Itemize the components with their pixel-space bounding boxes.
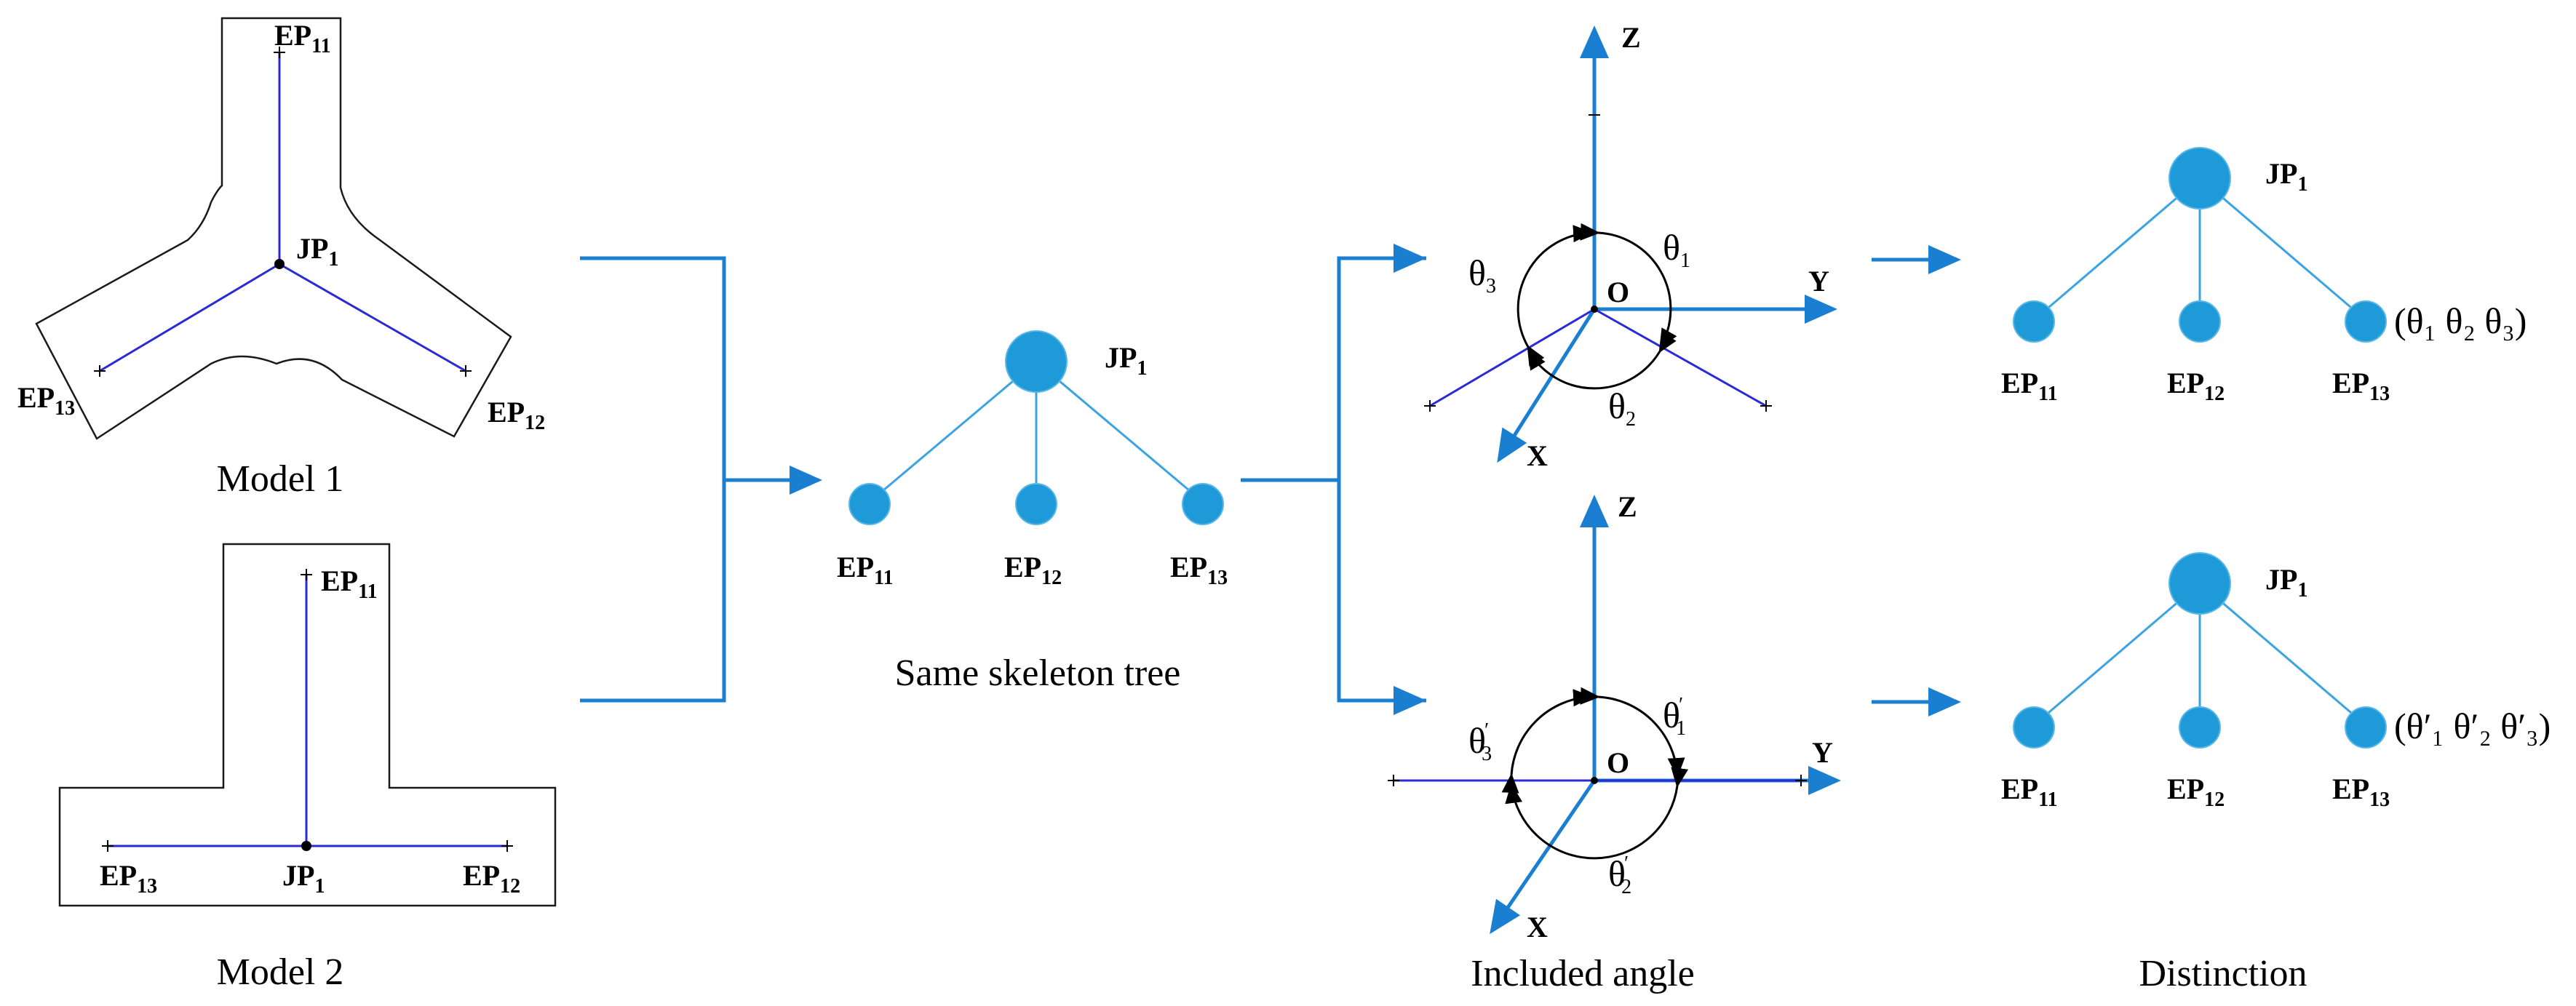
model-2-endpoint-ep11 <box>301 569 312 580</box>
model-2-caption: Model 2 <box>217 951 344 993</box>
tree-node-ep11 <box>848 483 891 525</box>
result2-label-ep12: EP12 <box>2167 773 2225 811</box>
result1-label-ep13: EP13 <box>2332 367 2390 405</box>
result1-angle-tuple: (θ₁ θ₂ θ₃) <box>2394 300 2527 341</box>
model-1-joint-jp1 <box>274 259 285 269</box>
model-2-label-ep12: EP12 <box>463 859 520 898</box>
model-1-outline <box>35 17 512 440</box>
axis-x-label: X <box>1527 439 1548 472</box>
angle-diagram-model-1: Z Y X O θ1 θ2 θ3 <box>1424 21 1837 472</box>
origin-label-2: O <box>1607 746 1629 779</box>
model-2-joint-jp1 <box>301 841 311 851</box>
theta2-prime-arc <box>1505 767 1689 860</box>
angle-diagram-model-2: Z Y X O θ′1 θ′2 θ′3 Included angle <box>1388 490 1841 994</box>
model-1: EP11 JP1 EP12 EP13 Model 1 <box>17 17 545 500</box>
result2-label-ep11: EP11 <box>2001 773 2058 811</box>
result1-node-ep11 <box>2013 300 2055 343</box>
theta2-label: θ2 <box>1608 386 1636 431</box>
tree-node-ep12 <box>1015 483 1057 525</box>
theta1-label: θ1 <box>1663 227 1690 272</box>
model-1-label-ep12: EP12 <box>488 396 545 434</box>
model-1-label-ep11: EP11 <box>274 19 331 57</box>
theta1-prime-arc <box>1580 687 1685 778</box>
same-tree-caption: Same skeleton tree <box>895 652 1181 694</box>
theta3-prime-arc <box>1501 689 1593 794</box>
theta3-arc <box>1516 225 1593 367</box>
model-1-caption: Model 1 <box>217 458 344 500</box>
axis-y-label-2: Y <box>1812 736 1833 769</box>
result2-label-jp1: JP1 <box>2265 563 2307 602</box>
model-2-label-jp1: JP1 <box>282 859 325 898</box>
model-1-bone-ep13 <box>99 263 280 372</box>
model-2-endpoint-ep13 <box>102 840 114 852</box>
model-1-endpoint-ep13 <box>94 365 106 377</box>
tree-label-ep12: EP12 <box>1004 551 1062 589</box>
result2-node-ep11 <box>2013 706 2055 748</box>
merge-connector <box>580 256 822 703</box>
result2-label-ep13: EP13 <box>2332 773 2390 811</box>
model-2-endpoint-ep12 <box>501 840 513 852</box>
axis-z-label: Z <box>1621 21 1641 54</box>
distinction-caption: Distinction <box>2139 953 2307 994</box>
model-2-outline <box>58 543 557 907</box>
model-2-label-ep11: EP11 <box>321 564 378 603</box>
tree-label-ep13: EP13 <box>1170 551 1228 589</box>
result1-node-ep13 <box>2345 300 2387 343</box>
same-skeleton-tree: JP1 EP11 EP12 EP13 Same skeleton tree <box>837 330 1228 694</box>
model-1-bone-ep12 <box>279 263 466 372</box>
theta1-prime-label: θ′1 <box>1663 694 1686 740</box>
axis-x-label-2: X <box>1527 911 1548 943</box>
theta3-prime-label: θ′3 <box>1468 719 1492 765</box>
distinction-tree-model-2: JP1 EP11 EP12 EP13 (θ′₁ θ′₂ θ′₃) Distinc… <box>2001 552 2551 994</box>
theta1-arc <box>1580 223 1677 349</box>
result2-node-ep12 <box>2179 706 2221 748</box>
included-angle-caption: Included angle <box>1471 953 1695 994</box>
distinction-tree-model-1: JP1 EP11 EP12 EP13 (θ₁ θ₂ θ₃) <box>2001 147 2527 405</box>
model-2: EP11 EP13 JP1 EP12 Model 2 <box>58 543 557 993</box>
model-1-label-ep13: EP13 <box>17 381 75 420</box>
axis-z-label-2: Z <box>1618 490 1637 523</box>
tree-label-ep11: EP11 <box>837 551 894 589</box>
result1-label-ep12: EP12 <box>2167 367 2225 405</box>
model-1-endpoint-ep12 <box>460 365 472 377</box>
theta2-arc <box>1527 332 1677 390</box>
result2-angle-tuple: (θ′₁ θ′₂ θ′₃) <box>2394 706 2551 746</box>
axis-y-label: Y <box>1808 265 1829 298</box>
origin-label: O <box>1607 276 1629 308</box>
model-2-label-ep13: EP13 <box>100 859 157 898</box>
theta3-label: θ3 <box>1468 252 1496 298</box>
theta2-prime-label: θ′2 <box>1608 853 1631 898</box>
result1-label-jp1: JP1 <box>2265 157 2307 196</box>
tree-label-jp1: JP1 <box>1105 341 1147 380</box>
tree-node-ep13 <box>1182 483 1224 525</box>
split-connector <box>1241 244 1426 715</box>
result1-label-ep11: EP11 <box>2001 367 2058 405</box>
tree-node-jp1 <box>1005 330 1068 393</box>
result1-node-ep12 <box>2179 300 2221 343</box>
result1-node-jp1 <box>2168 147 2231 209</box>
result2-node-jp1 <box>2168 552 2231 615</box>
model-1-endpoint-ep11 <box>274 47 285 58</box>
result2-node-ep13 <box>2345 706 2387 748</box>
model-1-label-jp1: JP1 <box>296 232 338 271</box>
